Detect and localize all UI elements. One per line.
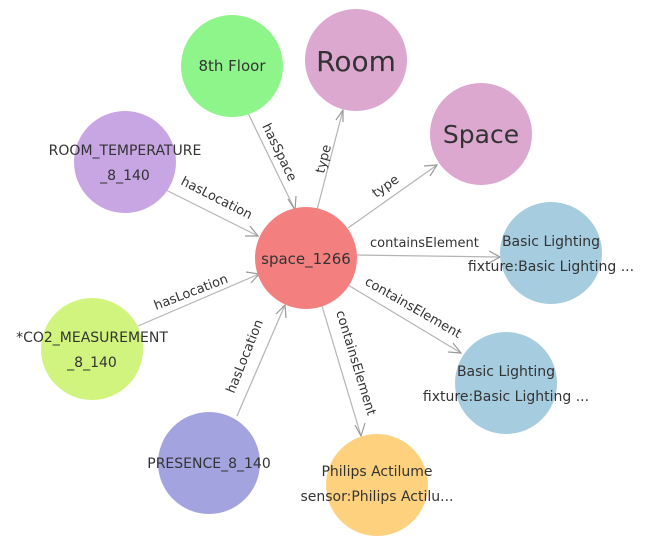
node-label-line1: Basic Lighting [502,234,600,250]
node-label: Room [316,45,396,78]
node-philips-actilume[interactable]: Philips Actilume sensor:Philips Actilu..… [300,434,454,536]
node-label: PRESENCE_8_140 [147,456,270,472]
edge-contains-light1: containsElement [353,236,502,264]
node-basic-lighting-1[interactable]: Basic Lighting fixture:Basic Lighting ..… [468,202,634,304]
node-label: space_1266 [261,250,351,269]
node-circle [305,9,407,111]
node-circle [158,412,260,514]
edge-contains-light2: containsElement [347,274,464,354]
node-circle [255,207,357,309]
node-circle [430,83,532,185]
node-label-line1: *CO2_MEASUREMENT [16,330,168,346]
node-room-temperature[interactable]: ROOM_TEMPERATURE _8_140 [49,111,202,213]
edge-label-type-room: type [313,143,335,175]
node-circle [455,332,557,434]
node-circle [74,111,176,213]
edge-label-hasloc-co2: hasLocation [152,272,230,314]
node-label-line1: Philips Actilume [321,464,432,480]
node-circle [326,434,428,536]
node-circle [500,202,602,304]
node-label-line1: Basic Lighting [457,364,555,380]
node-label: 8th Floor [198,57,266,75]
node-space[interactable]: Space [430,83,532,185]
node-label-line2: _8_140 [99,168,150,184]
node-room[interactable]: Room [305,9,407,111]
edge-hasloc-co2: hasLocation [137,271,261,327]
edge-hasspace: hasSpace [246,110,299,212]
node-label-line1: ROOM_TEMPERATURE [49,143,202,159]
node-label-line2: _8_140 [66,355,117,371]
node-presence[interactable]: PRESENCE_8_140 [147,412,271,514]
node-circle [181,15,283,117]
node-space-1266[interactable]: space_1266 [255,207,357,309]
node-circle [41,298,143,400]
edge-type-space: type [347,164,439,229]
edge-label-type-space: type [370,172,402,201]
node-label-line2: fixture:Basic Lighting ... [423,389,589,405]
node-8th-floor[interactable]: 8th Floor [181,15,283,117]
node-label: Space [443,120,519,149]
nodes: 8th Floor Room Space ROOM_TEMPERATURE _8… [16,9,634,536]
edge-contains-philips: containsElement [321,305,378,438]
edge-label-hasspace: hasSpace [258,121,299,184]
node-label-line2: sensor:Philips Actilu... [300,489,453,505]
node-basic-lighting-2[interactable]: Basic Lighting fixture:Basic Lighting ..… [423,332,589,434]
edge-type-room: type [313,108,344,211]
node-label-line2: fixture:Basic Lighting ... [468,259,634,275]
edge-hasloc-presence: hasLocation [224,303,287,417]
edge-label-contains-light1: containsElement [370,236,479,251]
edge-hasloc-temp: hasLocation [161,174,260,237]
node-co2-measurement[interactable]: *CO2_MEASUREMENT _8_140 [16,298,168,400]
edge-label-contains-light2: containsElement [362,274,464,341]
edge-label-hasloc-presence: hasLocation [224,318,267,396]
